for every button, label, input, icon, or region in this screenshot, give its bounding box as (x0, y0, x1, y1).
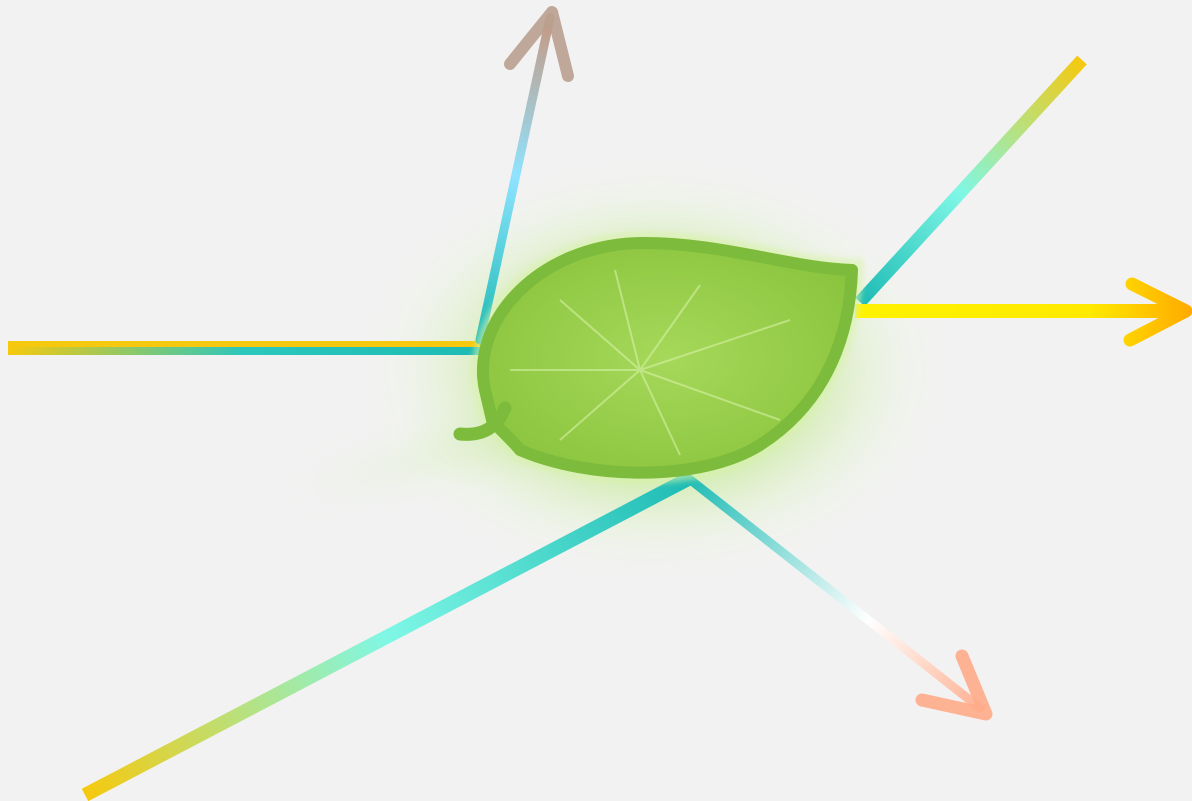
ray-upper-right-line (860, 60, 1082, 302)
incoming-ray (8, 341, 484, 355)
ray-lower-left-line (85, 478, 690, 795)
